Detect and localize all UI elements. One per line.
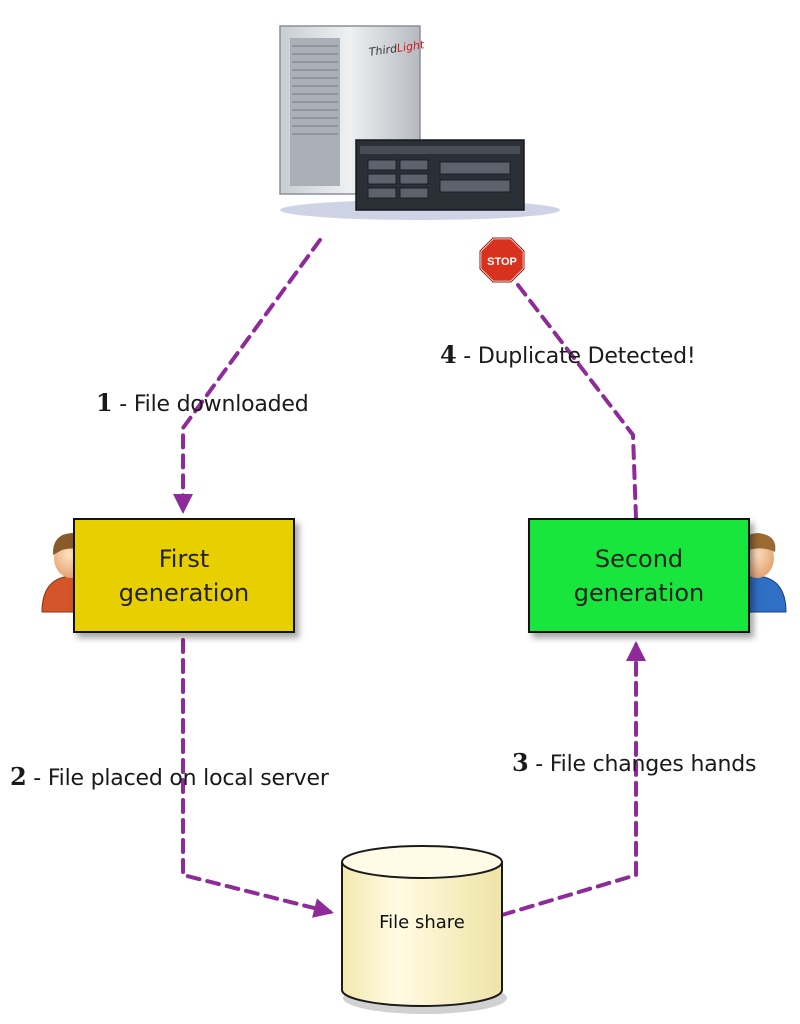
- first-generation-box: First generation: [73, 518, 295, 633]
- step-3-label: 3 - File changes hands: [512, 748, 757, 777]
- stop-label: STOP: [487, 256, 517, 268]
- arrow-changes-hands: [500, 641, 646, 917]
- step-2-label: 2 - File placed on local server: [10, 762, 329, 791]
- step-4-label: 4 - Duplicate Detected!: [440, 340, 696, 369]
- server-tower-icon: [279, 25, 560, 220]
- arrow-download: [173, 238, 322, 514]
- arrow-to-file-share: [181, 638, 334, 918]
- step-1-label: 1 - File downloaded: [96, 388, 309, 417]
- first-generation-line1: First: [158, 544, 210, 573]
- cylinder-database-icon: [341, 845, 507, 1014]
- stop-sign-icon: STOP: [478, 236, 526, 284]
- second-generation-line2: generation: [573, 578, 705, 607]
- file-share-label: File share: [379, 912, 465, 933]
- first-generation-line2: generation: [118, 578, 250, 607]
- second-generation-line1: Second: [594, 544, 684, 573]
- arrow-duplicate-detected: [516, 283, 638, 520]
- second-generation-box: Second generation: [528, 518, 750, 633]
